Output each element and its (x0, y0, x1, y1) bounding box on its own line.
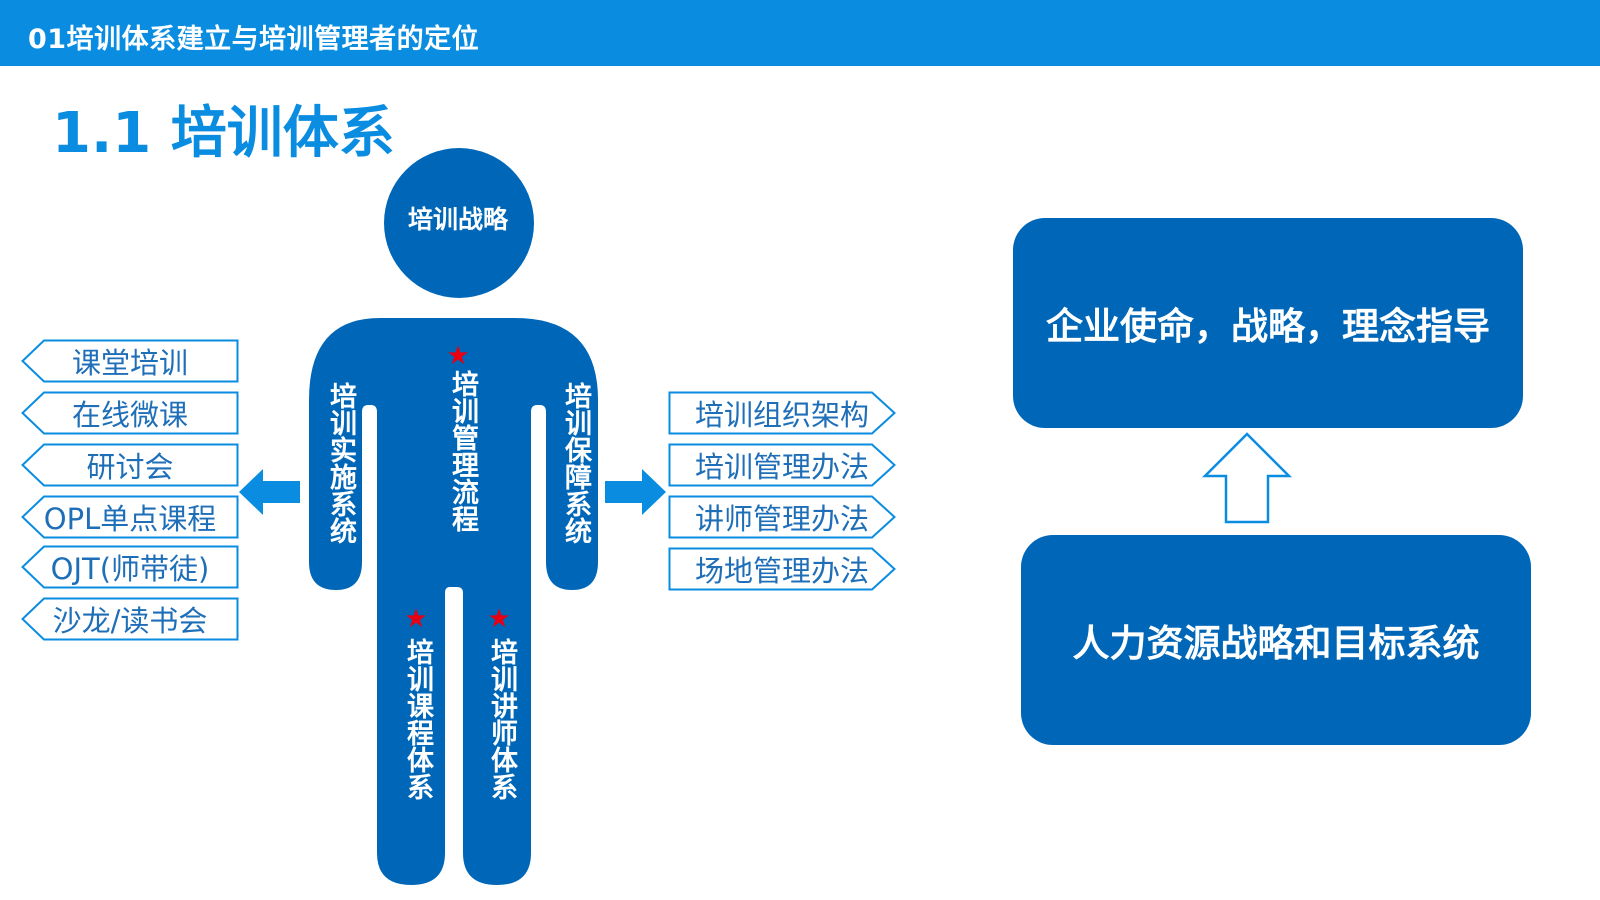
figure-body (309, 318, 598, 885)
tag-outline-right-icon (668, 391, 896, 435)
star-icon: ★ (404, 604, 428, 634)
arrow-right-icon (605, 469, 666, 515)
right-arm-label: 培训保障系统 (560, 382, 591, 544)
implementation-item-label: 研讨会 (86, 450, 174, 484)
left-arm-label: 培训实施系统 (325, 382, 356, 544)
implementation-item: 研讨会 (21, 443, 239, 487)
right-leg-label: 培训讲师体系 (486, 638, 517, 800)
implementation-item-label: OJT(师带徒) (50, 552, 210, 586)
tag-outline-right-icon (668, 547, 896, 591)
support-item-label: 培训组织架构 (694, 398, 869, 432)
implementation-item-label: 在线微课 (71, 398, 188, 432)
implementation-item-label: OPL单点课程 (43, 502, 217, 536)
implementation-item: 在线微课 (21, 391, 239, 435)
implementation-item: OPL单点课程 (21, 495, 239, 539)
corporate-mission-box: 企业使命，战略，理念指导 (1013, 218, 1523, 428)
arrow-up-icon (1201, 432, 1293, 524)
tag-outline-left-icon (21, 545, 239, 589)
header-bar: 01培训体系建立与培训管理者的定位 (0, 0, 1600, 66)
implementation-item: OJT(师带徒) (21, 545, 239, 589)
support-item: 场地管理办法 (668, 547, 896, 591)
tag-outline-left-icon (21, 597, 239, 641)
arrow-left-icon (239, 469, 300, 515)
tag-outline-left-icon (21, 391, 239, 435)
implementation-item-label: 课堂培训 (71, 346, 188, 380)
star-icon: ★ (446, 341, 470, 371)
tag-outline-right-icon (668, 495, 896, 539)
tag-outline-right-icon (668, 443, 896, 487)
tag-outline-left-icon (21, 443, 239, 487)
hr-strategy-box: 人力资源战略和目标系统 (1021, 535, 1531, 745)
figure-head (384, 148, 534, 298)
star-icon: ★ (487, 604, 511, 634)
left-leg-label: 培训课程体系 (402, 638, 433, 800)
support-item-label: 培训管理办法 (694, 450, 869, 484)
header-title: 01培训体系建立与培训管理者的定位 (28, 24, 480, 55)
torso-label: 培训管理流程 (447, 370, 478, 532)
implementation-item-label: 沙龙/读书会 (52, 604, 208, 638)
support-item: 培训组织架构 (668, 391, 896, 435)
tag-outline-left-icon (21, 495, 239, 539)
support-item-label: 讲师管理办法 (694, 502, 869, 536)
implementation-item: 沙龙/读书会 (21, 597, 239, 641)
figure-head-label: 培训战略 (407, 205, 508, 234)
section-heading: 1.1 培训体系 (52, 101, 395, 166)
tag-outline-left-icon (21, 339, 239, 383)
support-item: 讲师管理办法 (668, 495, 896, 539)
support-item-label: 场地管理办法 (694, 554, 869, 588)
implementation-item: 课堂培训 (21, 339, 239, 383)
support-item: 培训管理办法 (668, 443, 896, 487)
